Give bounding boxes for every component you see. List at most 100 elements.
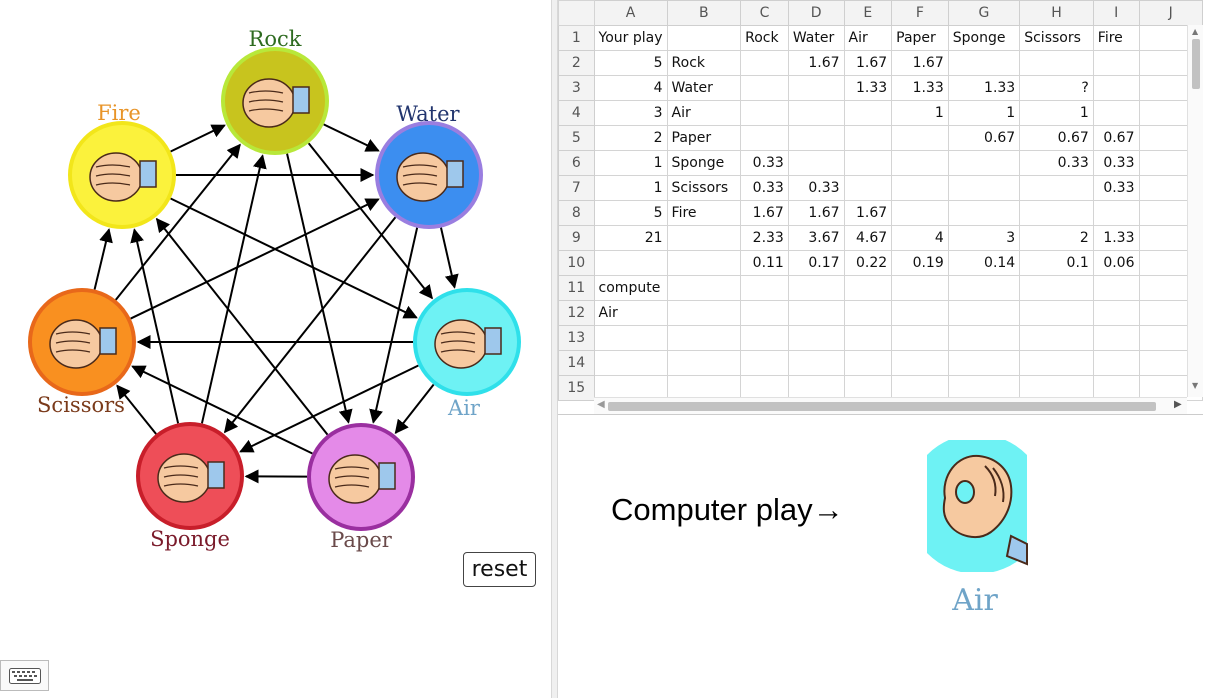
- cell-F1[interactable]: Paper: [891, 25, 949, 51]
- cell-B9[interactable]: [666, 225, 742, 251]
- cell-G14[interactable]: [947, 350, 1021, 376]
- cell-E1[interactable]: Air: [843, 25, 893, 51]
- cell-E2[interactable]: 1.67: [843, 50, 893, 76]
- row-header-2[interactable]: 2: [558, 50, 595, 76]
- cell-E3[interactable]: 1.33: [843, 75, 893, 101]
- scroll-down-icon[interactable]: ▼: [1192, 381, 1199, 390]
- vertical-scrollbar[interactable]: ▲ ▼: [1187, 25, 1203, 397]
- cell-A5[interactable]: 2: [593, 125, 668, 151]
- cell-E4[interactable]: [843, 100, 893, 126]
- cell-C14[interactable]: [740, 350, 789, 376]
- cell-B10[interactable]: [666, 250, 742, 276]
- cell-D3[interactable]: [787, 75, 845, 101]
- cell-D4[interactable]: [787, 100, 845, 126]
- row-header-12[interactable]: 12: [558, 300, 595, 326]
- scroll-left-icon[interactable]: ◀: [597, 399, 605, 410]
- cell-H1[interactable]: Scissors: [1019, 25, 1094, 51]
- cell-I4[interactable]: [1092, 100, 1140, 126]
- column-header-H[interactable]: H: [1019, 0, 1094, 26]
- cell-E7[interactable]: [843, 175, 893, 201]
- cell-H14[interactable]: [1019, 350, 1094, 376]
- cell-C12[interactable]: [740, 300, 789, 326]
- sheet-corner[interactable]: [558, 0, 595, 26]
- scroll-right-icon[interactable]: ▶: [1174, 399, 1182, 410]
- cell-D5[interactable]: [787, 125, 845, 151]
- cell-C6[interactable]: 0.33: [740, 150, 789, 176]
- cell-G11[interactable]: [947, 275, 1021, 301]
- cell-E10[interactable]: 0.22: [843, 250, 893, 276]
- cell-A9[interactable]: 21: [593, 225, 668, 251]
- node-air[interactable]: Air: [413, 288, 521, 420]
- cell-H4[interactable]: 1: [1019, 100, 1094, 126]
- cell-F4[interactable]: 1: [891, 100, 949, 126]
- cell-B13[interactable]: [666, 325, 742, 351]
- cell-B4[interactable]: Air: [666, 100, 742, 126]
- cell-I14[interactable]: [1092, 350, 1140, 376]
- cell-C7[interactable]: 0.33: [740, 175, 789, 201]
- cell-I9[interactable]: 1.33: [1092, 225, 1140, 251]
- column-header-D[interactable]: D: [787, 0, 845, 26]
- cell-D8[interactable]: 1.67: [787, 200, 845, 226]
- node-rock[interactable]: Rock: [221, 27, 329, 155]
- horizontal-scroll-thumb[interactable]: [608, 402, 1156, 411]
- cell-G1[interactable]: Sponge: [947, 25, 1021, 51]
- vertical-scroll-thumb[interactable]: [1192, 39, 1200, 89]
- cell-F7[interactable]: [891, 175, 949, 201]
- cell-A12[interactable]: Air: [593, 300, 668, 326]
- cell-H6[interactable]: 0.33: [1019, 150, 1094, 176]
- cell-D14[interactable]: [787, 350, 845, 376]
- cell-A10[interactable]: [593, 250, 668, 276]
- row-header-6[interactable]: 6: [558, 150, 595, 176]
- cell-D13[interactable]: [787, 325, 845, 351]
- cell-F5[interactable]: [891, 125, 949, 151]
- cell-I8[interactable]: [1092, 200, 1140, 226]
- cell-F15[interactable]: [891, 375, 949, 401]
- row-header-8[interactable]: 8: [558, 200, 595, 226]
- cell-F6[interactable]: [891, 150, 949, 176]
- row-header-4[interactable]: 4: [558, 100, 595, 126]
- cell-E13[interactable]: [843, 325, 893, 351]
- cell-A15[interactable]: [593, 375, 668, 401]
- cell-A3[interactable]: 4: [593, 75, 668, 101]
- cell-B1[interactable]: [666, 25, 742, 51]
- column-header-J[interactable]: J: [1138, 0, 1203, 26]
- cell-A2[interactable]: 5: [593, 50, 668, 76]
- keyboard-icon[interactable]: [0, 660, 49, 691]
- column-header-G[interactable]: G: [947, 0, 1021, 26]
- node-sponge[interactable]: Sponge: [136, 422, 244, 551]
- cell-B3[interactable]: Water: [666, 75, 742, 101]
- cell-G13[interactable]: [947, 325, 1021, 351]
- cell-F14[interactable]: [891, 350, 949, 376]
- cell-A6[interactable]: 1: [593, 150, 668, 176]
- column-header-A[interactable]: A: [593, 0, 668, 26]
- cell-F2[interactable]: 1.67: [891, 50, 949, 76]
- column-header-F[interactable]: F: [891, 0, 949, 26]
- cell-F8[interactable]: [891, 200, 949, 226]
- cell-C11[interactable]: [740, 275, 789, 301]
- cell-G7[interactable]: [947, 175, 1021, 201]
- cell-H11[interactable]: [1019, 275, 1094, 301]
- cell-G3[interactable]: 1.33: [947, 75, 1021, 101]
- column-header-B[interactable]: B: [666, 0, 742, 26]
- cell-I1[interactable]: Fire: [1092, 25, 1140, 51]
- cell-A11[interactable]: compute: [593, 275, 668, 301]
- cell-C13[interactable]: [740, 325, 789, 351]
- cell-G4[interactable]: 1: [947, 100, 1021, 126]
- cell-H12[interactable]: [1019, 300, 1094, 326]
- cell-I5[interactable]: 0.67: [1092, 125, 1140, 151]
- row-header-13[interactable]: 13: [558, 325, 595, 351]
- cell-A13[interactable]: [593, 325, 668, 351]
- horizontal-scrollbar[interactable]: ◀ ▶: [594, 397, 1187, 414]
- row-header-3[interactable]: 3: [558, 75, 595, 101]
- cell-F11[interactable]: [891, 275, 949, 301]
- cell-C9[interactable]: 2.33: [740, 225, 789, 251]
- cell-C15[interactable]: [740, 375, 789, 401]
- cell-D12[interactable]: [787, 300, 845, 326]
- cell-F9[interactable]: 4: [891, 225, 949, 251]
- cell-H9[interactable]: 2: [1019, 225, 1094, 251]
- cell-I12[interactable]: [1092, 300, 1140, 326]
- row-header-7[interactable]: 7: [558, 175, 595, 201]
- cell-A7[interactable]: 1: [593, 175, 668, 201]
- cell-G10[interactable]: 0.14: [947, 250, 1021, 276]
- cell-B11[interactable]: [666, 275, 742, 301]
